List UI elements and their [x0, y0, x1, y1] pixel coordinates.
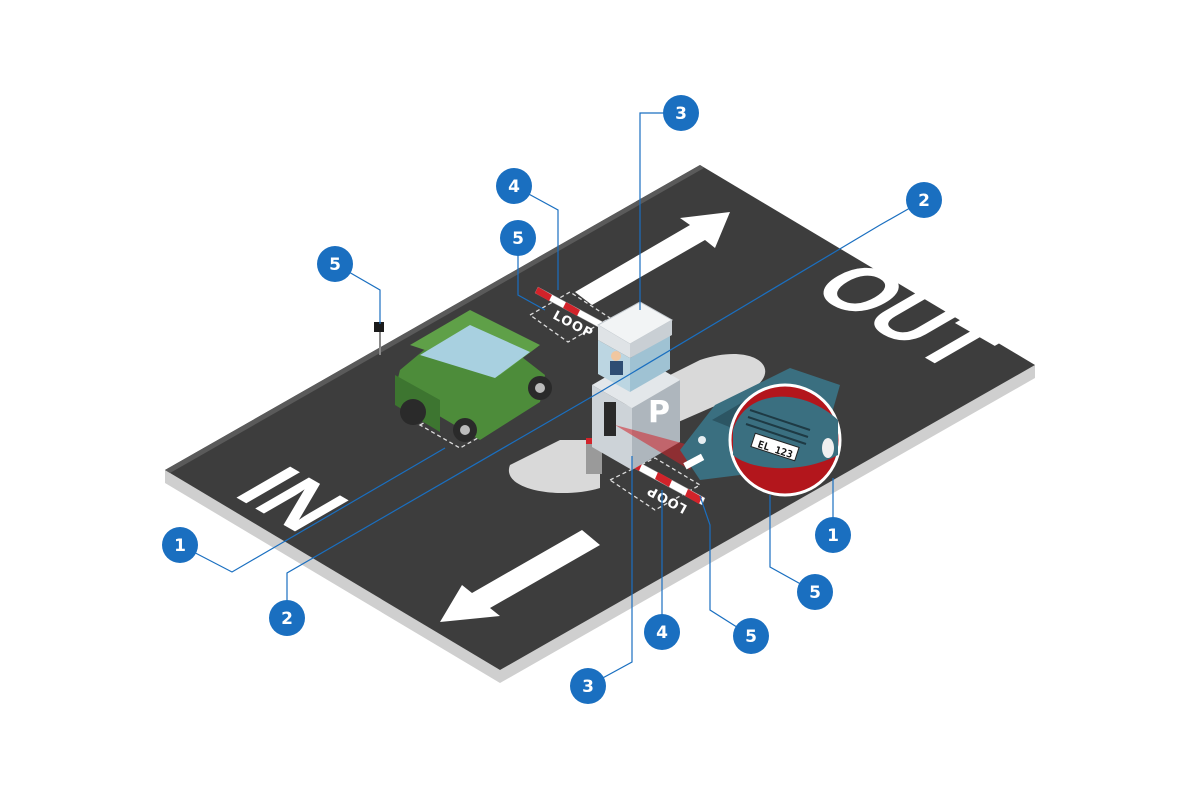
- callout-4-top-label: 4: [508, 177, 520, 197]
- callout-1-left: 1: [162, 527, 198, 563]
- magnifier-car-front: [733, 396, 838, 469]
- callout-4-bottom: 4: [644, 614, 680, 650]
- callout-2-bottom: 2: [269, 600, 305, 636]
- green-car-hub-rear: [460, 425, 470, 435]
- parking-sign-label: P: [648, 395, 670, 430]
- callout-3-bottom-label: 3: [582, 677, 594, 697]
- teal-car-plate: [683, 453, 705, 470]
- callout-1-right-label: 1: [827, 526, 839, 546]
- camera-box: [374, 322, 384, 332]
- island-left: [508, 440, 600, 494]
- callout-1-left-label: 1: [174, 536, 186, 556]
- magnifier-grille: [745, 409, 811, 445]
- callout-5-magnifier: 5: [797, 574, 833, 610]
- toll-booth: P: [592, 301, 680, 470]
- leader-5-loop-bottom: [699, 495, 752, 637]
- callout-2-top-label: 2: [918, 191, 930, 211]
- green-car-windows: [420, 325, 530, 378]
- callout-5-loop-top-label: 5: [512, 229, 524, 249]
- plate-magnifier: EL 123: [728, 383, 842, 497]
- booth-roof-front: [598, 325, 630, 358]
- barrier-top-stripe-1: [535, 287, 552, 301]
- callout-3-top-label: 3: [675, 104, 687, 124]
- sensor-beam: [615, 425, 700, 470]
- magnifier-headlight: [822, 438, 834, 458]
- booth-roof-side: [630, 320, 672, 358]
- barrier-bottom-stripe-4: [685, 489, 702, 504]
- callout-5-pole-label: 5: [329, 255, 341, 275]
- callout-2-bottom-label: 2: [281, 609, 293, 629]
- teal-car-headlight: [698, 436, 706, 444]
- callout-4-bottom-label: 4: [656, 623, 668, 643]
- callout-4-top: 4: [496, 168, 532, 204]
- leader-5-loop-top: [517, 238, 546, 311]
- ticket-machine: [604, 402, 616, 436]
- green-car-hub-front: [535, 383, 545, 393]
- booth-attendant-body: [610, 361, 623, 375]
- booth-cabin-right: [630, 335, 670, 392]
- arrow-out: [575, 212, 730, 305]
- green-car-spare-wheel: [400, 399, 426, 425]
- road-curb-side: [165, 365, 1035, 683]
- callout-1-right: 1: [815, 517, 851, 553]
- callout-5-pole: 5: [317, 246, 353, 282]
- camera-pole: [374, 322, 384, 355]
- callout-3-bottom: 3: [570, 668, 606, 704]
- callout-5-loop-bottom-label: 5: [745, 627, 757, 647]
- barrier-bottom-stripe-3: [655, 472, 672, 487]
- callout-2-top: 2: [906, 182, 942, 218]
- green-car: [395, 310, 552, 442]
- callout-5-magnifier-label: 5: [809, 583, 821, 603]
- callout-5-loop-top: 5: [500, 220, 536, 256]
- callout-5-loop-bottom: 5: [733, 618, 769, 654]
- callout-3-top: 3: [663, 95, 699, 131]
- leader-1-left: [179, 447, 446, 573]
- barrier-top-stripe-2: [563, 302, 580, 316]
- road-edge-highlight: [165, 165, 704, 473]
- booth-attendant-head: [611, 351, 621, 361]
- magnifier-plate: [750, 432, 800, 462]
- callout-badges: 1 1 2 2 3 3 4 4: [162, 95, 942, 704]
- arrow-in: [440, 530, 600, 622]
